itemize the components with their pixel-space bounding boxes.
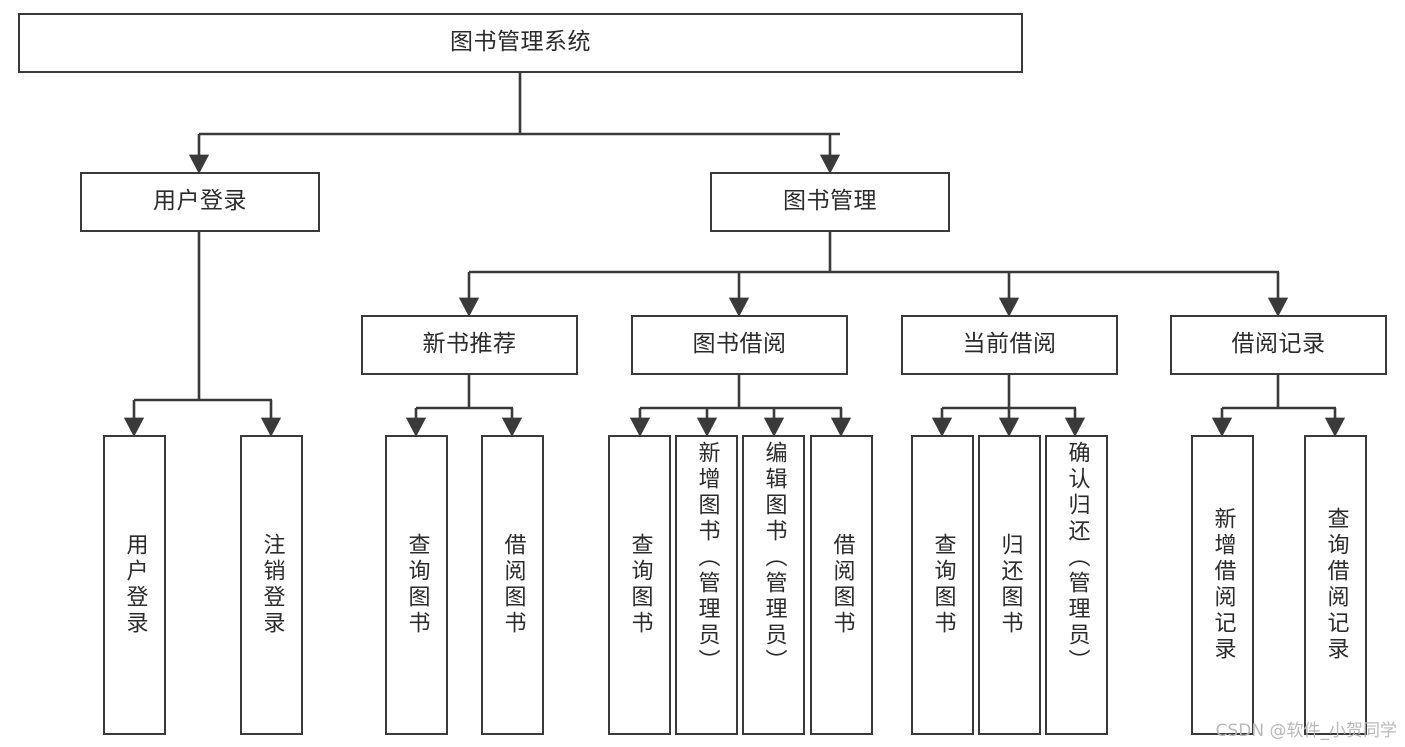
leaf-add-book-admin[interactable]: 新增图书（管理员） xyxy=(675,435,738,735)
node-label: 图书管理 xyxy=(783,188,877,215)
node-label: 图书借阅 xyxy=(692,331,787,358)
node-user-login[interactable]: 用户登录 xyxy=(80,172,320,232)
node-label: 查询图书 xyxy=(930,533,956,637)
leaf-borrow-book-2[interactable]: 借阅图书 xyxy=(810,435,873,735)
node-label: 查询图书 xyxy=(404,533,430,637)
node-label: 图书管理系统 xyxy=(450,29,591,56)
node-current-borrow[interactable]: 当前借阅 xyxy=(901,315,1118,375)
node-label: 用户登录 xyxy=(153,188,247,215)
node-book-borrow[interactable]: 图书借阅 xyxy=(631,315,848,375)
node-label: 借阅图书 xyxy=(829,533,855,637)
node-book-management[interactable]: 图书管理 xyxy=(710,172,950,232)
node-label: 新增借阅记录 xyxy=(1210,507,1236,663)
node-label: 当前借阅 xyxy=(962,331,1057,358)
leaf-borrow-book-1[interactable]: 借阅图书 xyxy=(481,435,544,735)
node-label: 借阅记录 xyxy=(1231,331,1326,358)
node-label: 用户登录 xyxy=(122,533,148,637)
node-label: 编辑图书（管理员） xyxy=(761,441,787,675)
node-label: 注销登录 xyxy=(259,533,285,637)
leaf-query-book-3[interactable]: 查询图书 xyxy=(911,435,974,735)
leaf-confirm-return-admin[interactable]: 确认归还（管理员） xyxy=(1045,435,1108,735)
node-label: 新增图书（管理员） xyxy=(694,441,720,675)
node-label: 新书推荐 xyxy=(422,331,517,358)
leaf-logout[interactable]: 注销登录 xyxy=(240,435,303,735)
leaf-query-book-1[interactable]: 查询图书 xyxy=(385,435,448,735)
node-root-system[interactable]: 图书管理系统 xyxy=(18,13,1023,73)
node-label: 借阅图书 xyxy=(500,533,526,637)
leaf-user-login[interactable]: 用户登录 xyxy=(103,435,166,735)
node-label: 确认归还（管理员） xyxy=(1064,441,1090,675)
leaf-edit-book-admin[interactable]: 编辑图书（管理员） xyxy=(742,435,805,735)
node-label: 归还图书 xyxy=(997,533,1023,637)
watermark-text: CSDN @软件_小贺同学 xyxy=(1215,721,1397,741)
leaf-query-borrow-record[interactable]: 查询借阅记录 xyxy=(1304,435,1367,735)
leaf-query-book-2[interactable]: 查询图书 xyxy=(608,435,671,735)
leaf-return-book[interactable]: 归还图书 xyxy=(978,435,1041,735)
node-label: 查询图书 xyxy=(627,533,653,637)
node-label: 查询借阅记录 xyxy=(1323,507,1349,663)
node-borrow-record[interactable]: 借阅记录 xyxy=(1170,315,1387,375)
leaf-add-borrow-record[interactable]: 新增借阅记录 xyxy=(1191,435,1254,735)
node-new-book-recommend[interactable]: 新书推荐 xyxy=(361,315,578,375)
